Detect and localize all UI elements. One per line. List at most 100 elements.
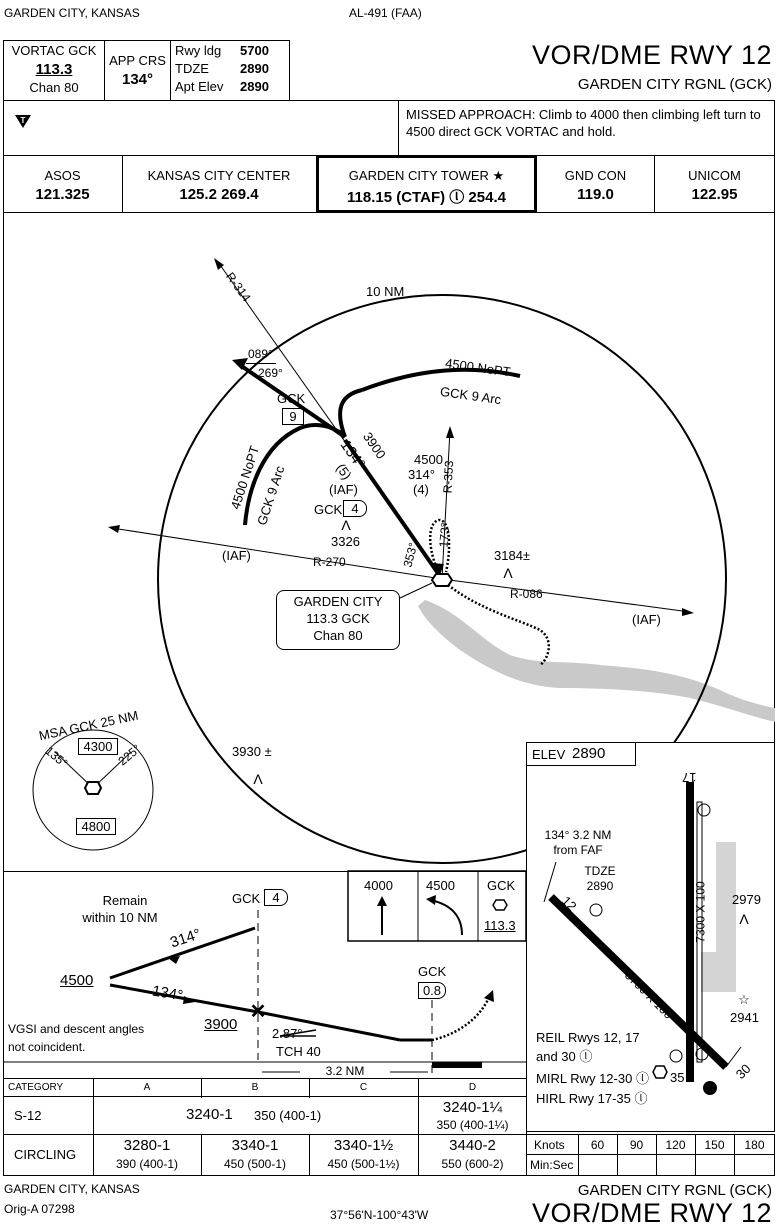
navaid-leader xyxy=(399,582,433,599)
radial-086 xyxy=(441,578,691,613)
remain-2: within 10 NM xyxy=(82,910,158,925)
missed-approach-path xyxy=(431,994,492,1042)
elev-value: 2890 xyxy=(572,745,606,762)
course-reversal xyxy=(428,518,451,573)
faf-note-1: 134° 3.2 NM xyxy=(544,828,612,842)
runway-17-label: 17 xyxy=(682,770,697,785)
faf-alt: 3900 xyxy=(204,1016,238,1033)
divider xyxy=(3,1096,527,1097)
tdze-label: TDZE xyxy=(175,61,209,76)
s12-abc-mda: 3240-1 xyxy=(186,1106,233,1123)
profile-gck4-box: 4 xyxy=(264,889,288,906)
footer-title: VOR/DME RWY 12 xyxy=(531,1198,772,1228)
faf-icon: ✕ xyxy=(250,1001,267,1023)
diag-tdze-value: 2890 xyxy=(586,879,614,893)
circling-a-haa: 390 (400-1) xyxy=(115,1157,179,1171)
header-location: GARDEN CITY, KANSAS xyxy=(4,6,140,20)
obstacle-3184: 3184± xyxy=(494,548,531,563)
vortac-freq: 113.3 xyxy=(35,61,73,78)
outbound-arrow xyxy=(168,956,180,964)
divider xyxy=(201,1134,202,1176)
divider xyxy=(122,155,123,213)
radial-086-arrow xyxy=(682,608,694,616)
divider xyxy=(654,155,655,213)
hold-fix-dme: 9 xyxy=(282,408,304,425)
obstacle-icon: Λ xyxy=(341,517,351,533)
rwy-ldg-value: 5700 xyxy=(240,43,269,58)
hold-fix-label: GCK xyxy=(277,391,306,406)
app-crs-value: 134° xyxy=(121,71,154,88)
profile-gck4-label: GCK xyxy=(232,891,261,906)
terrain-river xyxy=(418,600,775,722)
footer-airport: GARDEN CITY RGNL (GCK) xyxy=(577,1182,772,1199)
radial-270 xyxy=(111,527,443,580)
circling-c-mda: 3340-1½ xyxy=(333,1137,394,1154)
remain-1: Remain xyxy=(102,893,148,908)
circling-d-haa: 550 (600-2) xyxy=(441,1157,504,1171)
radial-086-label: R-086 xyxy=(510,587,543,601)
hold-outbound-crs: 269° xyxy=(258,366,283,380)
runway-17-35-dims: 7300 X 100 xyxy=(693,881,708,943)
iaf-dme: 4 xyxy=(343,500,367,517)
divider xyxy=(398,100,399,156)
alt-symbol: T xyxy=(21,116,26,125)
divider xyxy=(695,1134,696,1176)
comm-asos-freq: 121.325 xyxy=(35,186,90,203)
obstacle-3326: 3326 xyxy=(331,534,360,549)
hirl-note: HIRL Rwy 17-35 ⓛ xyxy=(536,1091,648,1106)
runway-12-30 xyxy=(548,894,729,1070)
divider xyxy=(104,40,105,101)
navaid-name: GARDEN CITY xyxy=(293,594,383,609)
faf-arrow-line xyxy=(543,861,557,903)
iaf-east: (IAF) xyxy=(632,612,661,627)
turn-arrow-icon xyxy=(426,895,436,905)
divider xyxy=(617,1134,618,1176)
divider xyxy=(3,1134,527,1135)
radial-270-label: R-270 xyxy=(313,555,346,569)
min-header-category: CATEGORY xyxy=(8,1082,64,1093)
radial-353 xyxy=(441,429,451,580)
radial-314-arrow xyxy=(214,258,224,270)
feeder-alt: 4500 xyxy=(414,452,443,467)
asos-icon xyxy=(703,1081,717,1095)
procedure-number: AL-491 (FAA) xyxy=(349,6,422,20)
reil-note: REIL Rwys 12, 17 xyxy=(536,1030,640,1045)
radial-353-arrow xyxy=(446,426,454,438)
circling-b-haa: 450 (500-1) xyxy=(223,1157,287,1171)
apron xyxy=(701,952,721,992)
faf-note-2: from FAF xyxy=(553,843,603,857)
map-gck: GCK xyxy=(418,964,447,979)
vortac-field-icon xyxy=(652,1065,668,1079)
runway-17-35 xyxy=(686,782,694,1082)
obstacle-icon: ☆ xyxy=(738,992,750,1007)
comm-center-freq: 125.2 269.4 xyxy=(179,186,259,203)
min-header-a: A xyxy=(143,1082,151,1093)
navaid-chan: Chan 80 xyxy=(313,628,363,643)
vgsi-note-1: VGSI and descent angles xyxy=(8,1022,145,1036)
elev-label: ELEV xyxy=(532,747,566,762)
climb-arrow-icon xyxy=(377,896,387,906)
glide-angle: 2.87° xyxy=(272,1026,303,1041)
obstacle-2979: 2979 xyxy=(732,892,761,907)
missed-hold-freq: 113.3 xyxy=(484,918,516,933)
reil-icon xyxy=(589,903,603,917)
timing-table xyxy=(526,1134,775,1176)
vortac-icon xyxy=(430,573,454,587)
msa-circle xyxy=(32,729,154,851)
arc-ne xyxy=(361,367,521,392)
vgsi-line xyxy=(279,1029,317,1037)
navaid-freq: 113.3 GCK xyxy=(306,611,370,626)
minimums-table xyxy=(3,1078,527,1176)
divider xyxy=(656,1134,657,1176)
divider xyxy=(309,1134,310,1176)
msa-sector-line xyxy=(92,751,132,789)
vortac-label: VORTAC GCK xyxy=(11,43,97,58)
obstacle-icon: Λ xyxy=(253,771,263,787)
divider xyxy=(93,1078,94,1176)
final-approach-course xyxy=(343,438,444,581)
knots-120: 120 xyxy=(665,1138,686,1152)
rwy-ldg-label: Rwy ldg xyxy=(175,43,222,58)
iaf-west: (IAF) xyxy=(222,548,251,563)
divider xyxy=(201,1078,202,1098)
missed-icon-turn: 4500 xyxy=(426,878,455,893)
